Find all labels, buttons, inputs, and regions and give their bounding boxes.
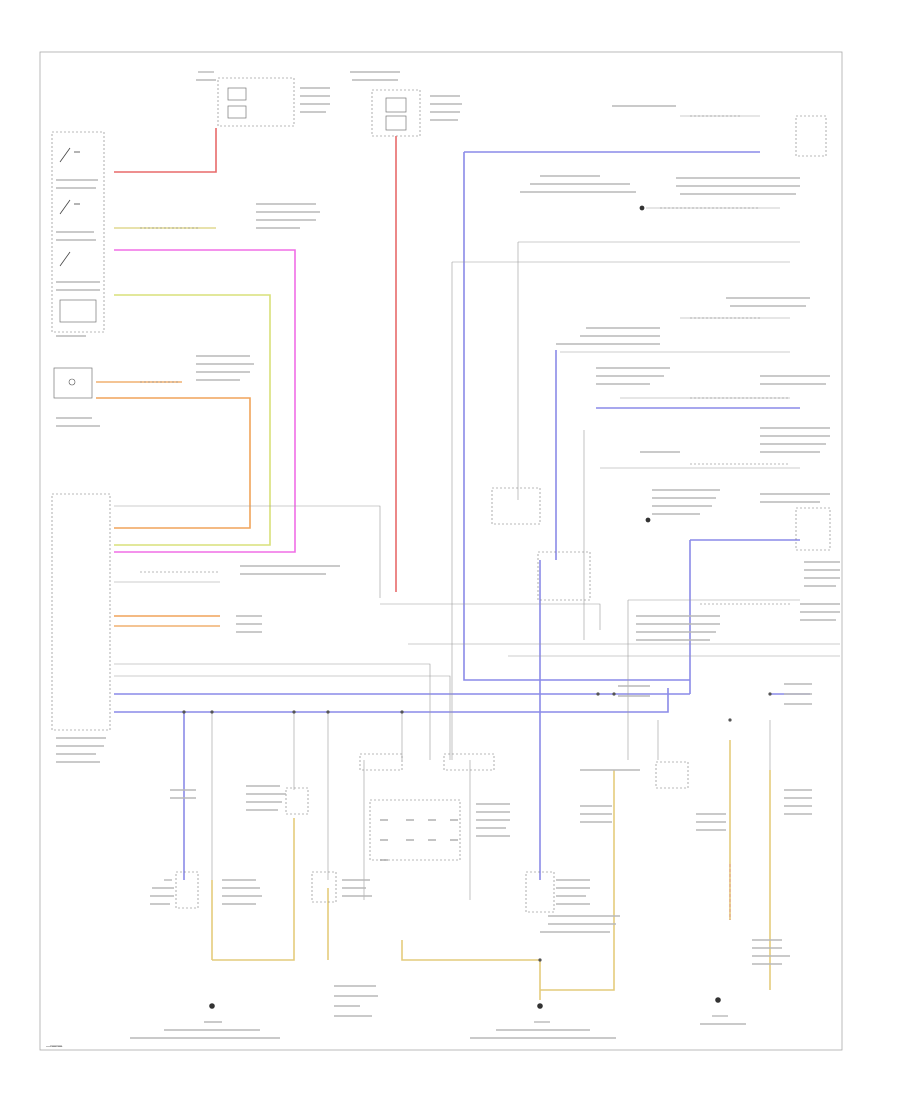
red-wires bbox=[114, 128, 397, 592]
blue-wires bbox=[114, 151, 810, 880]
fuse-block-left bbox=[217, 77, 295, 127]
emergency-flasher-switch bbox=[53, 367, 93, 399]
central-control-module bbox=[51, 493, 111, 731]
ground-symbol-icon bbox=[209, 205, 721, 1009]
tan-wires bbox=[211, 740, 771, 1000]
pink-wires bbox=[114, 249, 731, 920]
splice-dots bbox=[182, 692, 772, 962]
yellow-green-wires bbox=[114, 227, 271, 546]
center-components bbox=[175, 115, 831, 913]
footer-page-mark: — — — bbox=[46, 1044, 63, 1049]
fuse-block-right bbox=[371, 89, 421, 137]
orange-wires bbox=[96, 381, 251, 627]
fine-print-marks bbox=[50, 71, 840, 1047]
switch-contact-icon bbox=[380, 819, 458, 861]
gray-signal-wires bbox=[114, 115, 840, 900]
left-switch-module bbox=[51, 131, 105, 333]
inline-connectors bbox=[140, 115, 790, 605]
diagram-frame bbox=[39, 51, 843, 1051]
